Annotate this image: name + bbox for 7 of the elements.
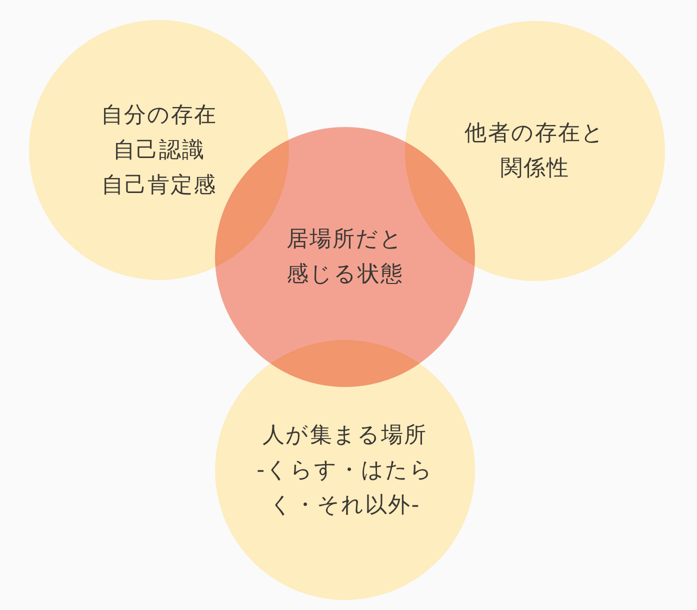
circle-text: 他者の存在と関係性 <box>464 120 606 183</box>
circle-text: 居場所だと感じる状態 <box>285 226 405 289</box>
circle-text: 自分の存在 <box>100 102 218 130</box>
circle-text: 自己肯定感 <box>100 172 218 200</box>
circle-text: 人が集まる場所 <box>262 422 428 450</box>
circle-text: 自己認識 <box>112 136 206 164</box>
circle-text: -くらす・はたらく・それ以外- <box>256 456 434 520</box>
